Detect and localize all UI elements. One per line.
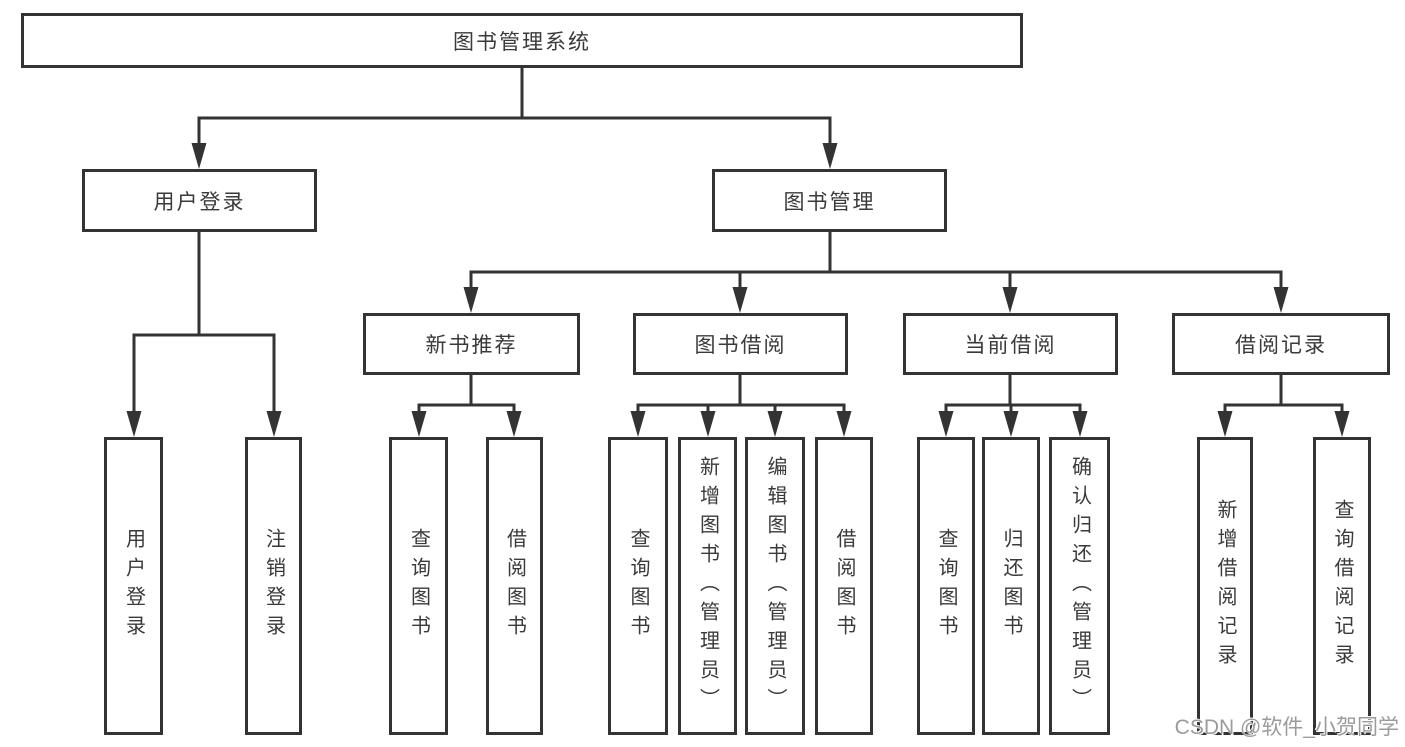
leaf-logout: 注销登录 xyxy=(245,437,302,735)
node-new-book-recommend-label: 新书推荐 xyxy=(425,334,518,357)
leaf-borrowing-edit-books-admin: 编辑图书（管理员） xyxy=(745,437,805,735)
leaf-borrowing-add-books-admin: 新增图书（管理员） xyxy=(678,437,737,735)
leaf-borrowing-borrow-books-label: 借阅图书 xyxy=(833,528,855,644)
leaf-records-add-record: 新增借阅记录 xyxy=(1197,437,1253,735)
leaf-borrowing-add-books-admin-label: 新增图书（管理员） xyxy=(696,455,719,717)
leaf-records-query-record-label: 查询借阅记录 xyxy=(1331,499,1353,673)
node-borrowing-records-label: 借阅记录 xyxy=(1235,334,1327,357)
leaf-recommend-query-books: 查询图书 xyxy=(389,437,448,735)
leaf-current-return-books: 归还图书 xyxy=(982,437,1040,735)
node-current-borrowing-label: 当前借阅 xyxy=(964,334,1057,357)
leaf-borrowing-edit-books-admin-label: 编辑图书（管理员） xyxy=(764,455,786,717)
leaf-current-query-books-label: 查询图书 xyxy=(935,528,957,644)
leaf-borrowing-query-books-label: 查询图书 xyxy=(627,528,649,644)
node-root-system: 图书管理系统 xyxy=(21,13,1023,68)
node-book-management: 图书管理 xyxy=(712,169,947,232)
node-current-borrowing: 当前借阅 xyxy=(903,313,1118,375)
leaf-current-query-books: 查询图书 xyxy=(917,437,975,735)
csdn-watermark: CSDN @软件_小贺同学 xyxy=(1174,716,1399,739)
leaf-records-add-record-label: 新增借阅记录 xyxy=(1214,499,1236,673)
leaf-user-login-label: 用户登录 xyxy=(122,528,145,644)
leaf-logout-label: 注销登录 xyxy=(262,528,285,644)
node-new-book-recommend: 新书推荐 xyxy=(363,313,580,375)
node-root-label: 图书管理系统 xyxy=(453,30,591,54)
leaf-current-confirm-return-admin-label: 确认归还（管理员） xyxy=(1068,455,1091,717)
leaf-borrowing-query-books: 查询图书 xyxy=(608,437,668,735)
arrowheads xyxy=(126,143,1350,437)
node-book-borrowing-label: 图书借阅 xyxy=(694,334,787,357)
node-book-management-label: 图书管理 xyxy=(783,190,876,214)
leaf-recommend-borrow-books: 借阅图书 xyxy=(486,437,543,735)
node-user-login-label: 用户登录 xyxy=(153,190,246,214)
node-borrowing-records: 借阅记录 xyxy=(1172,313,1390,375)
leaf-user-login: 用户登录 xyxy=(104,437,163,735)
leaf-current-return-books-label: 归还图书 xyxy=(1000,528,1022,644)
leaf-records-query-record: 查询借阅记录 xyxy=(1313,437,1371,735)
node-book-borrowing: 图书借阅 xyxy=(633,313,848,375)
leaf-current-confirm-return-admin: 确认归还（管理员） xyxy=(1049,437,1110,735)
leaf-borrowing-borrow-books: 借阅图书 xyxy=(815,437,873,735)
leaf-recommend-query-books-label: 查询图书 xyxy=(407,528,430,644)
leaf-recommend-borrow-books-label: 借阅图书 xyxy=(503,528,526,644)
node-user-login: 用户登录 xyxy=(82,169,317,232)
